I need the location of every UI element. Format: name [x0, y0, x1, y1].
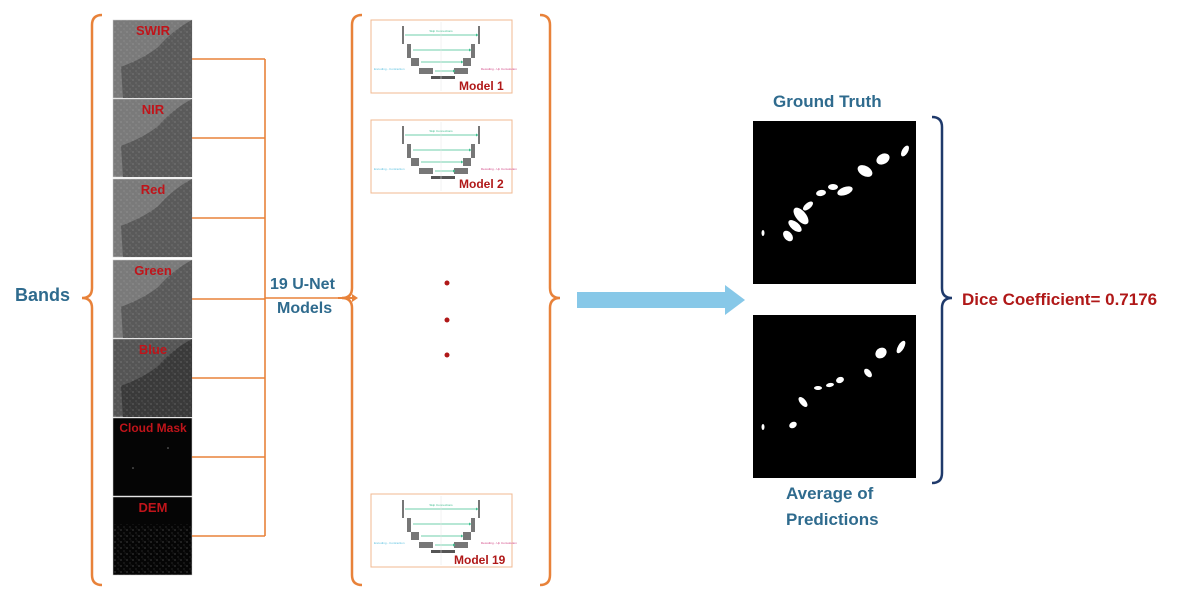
band-label-green: Green [134, 263, 172, 278]
segmentation-blob [875, 347, 887, 359]
segmentation-blob [876, 153, 890, 165]
big-arrow-shaft [577, 292, 727, 308]
decoding-text: Decoding - Up Convolution [481, 167, 517, 171]
segmentation-blob [901, 145, 909, 157]
decoding-text: Decoding - Up Convolution [481, 541, 517, 545]
band-tile [112, 259, 193, 339]
models-bracket-right [539, 13, 561, 587]
prediction-blobs [761, 340, 906, 430]
band-tile [112, 178, 193, 258]
big-arrow-head [725, 285, 745, 315]
band-tile [112, 19, 193, 99]
segmentation-blob [837, 186, 853, 196]
segmentation-blob [857, 165, 873, 177]
segmentation-blob [816, 189, 826, 197]
segmentation-blob [826, 382, 834, 388]
segmentation-blob [793, 207, 809, 225]
band-tile [112, 496, 193, 576]
ground-truth-blobs [761, 145, 909, 242]
segmentation-blob [788, 220, 802, 232]
band-label-blue: Blue [138, 342, 168, 357]
encoding-text: Encoding - Contraction [374, 167, 405, 171]
models-input-arrowhead [352, 294, 358, 302]
segmentation-blob [783, 230, 793, 242]
band-tile [112, 338, 193, 418]
segmentation-blob [896, 340, 906, 354]
band-tile [112, 417, 193, 497]
model-label-19: Model 19 [454, 553, 506, 567]
ground-truth-label: Ground Truth [773, 92, 882, 111]
bands-bracket [81, 13, 103, 587]
unet-models-label-line2: Models [277, 300, 333, 317]
band-label-dem: DEM [138, 500, 168, 515]
ellipsis-dot-3 [444, 352, 450, 358]
model-label-1: Model 1 [459, 79, 504, 93]
segmentation-blob [814, 386, 822, 390]
model-label-2: Model 2 [459, 177, 504, 191]
segmentation-blob [789, 421, 797, 429]
ellipsis-dot-1 [444, 280, 450, 286]
band-label-cloud-mask: Cloud Mask [119, 421, 187, 435]
segmentation-blob [761, 230, 765, 236]
band-connectors [192, 58, 338, 537]
prediction-label-line2: Predictions [786, 510, 879, 529]
band-images [112, 19, 193, 576]
prediction-label-line1: Average of [786, 484, 874, 503]
segmentation-blob [803, 201, 813, 211]
segmentation-blob [828, 184, 838, 190]
unet-models-label-line1: 19 U-Net [270, 276, 335, 293]
encoding-text: Encoding - Contraction [374, 67, 405, 71]
ellipsis-dot-2 [444, 317, 450, 323]
ground-truth-image [753, 121, 916, 284]
band-label-nir: NIR [141, 102, 165, 117]
band-label-red: Red [140, 182, 166, 197]
segmentation-blob [864, 368, 872, 378]
models-bracket-left [341, 13, 363, 587]
band-tile [112, 98, 193, 178]
decoding-text: Decoding - Up Convolution [481, 67, 517, 71]
band-label-swir: SWIR [136, 23, 170, 38]
encoding-text: Encoding - Contraction [374, 541, 405, 545]
prediction-image [753, 315, 916, 478]
result-bracket [931, 115, 953, 485]
segmentation-blob [761, 424, 765, 430]
segmentation-blob [798, 397, 808, 407]
bands-label: Bands [15, 285, 71, 305]
segmentation-blob [836, 376, 844, 384]
dice-coefficient-label: Dice Coefficient= 0.7176 [962, 290, 1158, 309]
